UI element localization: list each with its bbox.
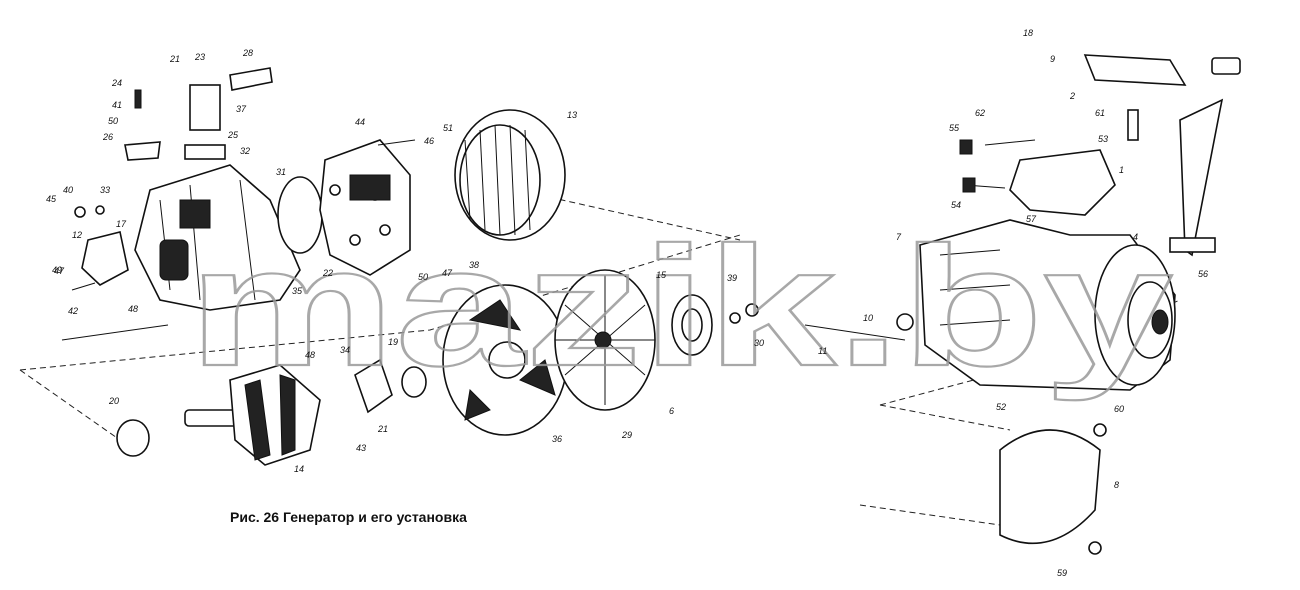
stator (454, 109, 566, 241)
spacer (116, 419, 150, 457)
mounting-bracket-assembly (1009, 54, 1241, 257)
callout-36: 36 (552, 434, 562, 444)
callout-48: 48 (128, 304, 138, 314)
callout-12: 12 (72, 230, 82, 240)
callout-39: 39 (727, 273, 737, 283)
cover-plate (81, 231, 129, 286)
callout-45: 45 (46, 194, 57, 204)
callout-26: 26 (102, 132, 113, 142)
callout-24: 24 (111, 78, 122, 88)
callout-55: 55 (949, 123, 960, 133)
callout-22: 22 (322, 268, 333, 278)
callout-48: 48 (305, 350, 315, 360)
callout-50: 50 (108, 116, 118, 126)
callout-8: 8 (1114, 480, 1119, 490)
callout-49: 49 (52, 265, 62, 275)
callout-20: 20 (108, 396, 119, 406)
callout-13: 13 (567, 110, 577, 120)
callout-21: 21 (377, 424, 388, 434)
callout-1: 1 (1119, 165, 1124, 175)
callout-51: 51 (443, 123, 453, 133)
callout-54: 54 (951, 200, 961, 210)
callout-10: 10 (863, 313, 873, 323)
callout-46: 46 (424, 136, 434, 146)
callout-62: 62 (975, 108, 985, 118)
callout-2: 2 (1069, 91, 1075, 101)
callout-44: 44 (355, 117, 365, 127)
callout-47: 47 (54, 266, 65, 276)
callout-35: 35 (292, 286, 303, 296)
callout-53: 53 (1098, 134, 1108, 144)
callout-59: 59 (1057, 568, 1067, 578)
callout-7: 7 (896, 232, 902, 242)
callout-56: 56 (1198, 269, 1208, 279)
callout-25: 25 (227, 130, 239, 140)
rotor (184, 364, 321, 466)
clamp-band (999, 423, 1107, 555)
fan-impeller (554, 269, 656, 411)
callout-18: 18 (1023, 28, 1033, 38)
callout-23: 23 (194, 52, 205, 62)
callout-30: 30 (754, 338, 764, 348)
callout-32: 32 (240, 146, 250, 156)
rear-housing (134, 164, 301, 311)
callout-6: 6 (669, 406, 674, 416)
callout-41: 41 (112, 100, 122, 110)
callout-61: 61 (1095, 108, 1105, 118)
callout-43: 43 (356, 443, 366, 453)
callout-17: 17 (116, 219, 127, 229)
watermark-text: mazik.by (188, 212, 1173, 402)
watermark-mazik-by: mazik.by (187, 211, 1174, 403)
callout-57: 57 (1026, 214, 1037, 224)
callout-15: 15 (656, 270, 667, 280)
brush-holder (124, 67, 273, 161)
callout-33: 33 (100, 185, 110, 195)
figure-caption: Рис. 26 Генератор и его установка (230, 509, 467, 525)
callout-28: 28 (242, 48, 253, 58)
rectifier-plate (319, 139, 411, 276)
callout-52: 52 (996, 402, 1006, 412)
callout-37: 37 (236, 104, 247, 114)
callout-21: 21 (169, 54, 180, 64)
callout-40: 40 (63, 185, 73, 195)
callout-19: 19 (388, 337, 398, 347)
callout-60: 60 (1114, 404, 1124, 414)
callout-42: 42 (68, 306, 78, 316)
callout-38: 38 (469, 260, 479, 270)
callout-14: 14 (294, 464, 304, 474)
callout-34: 34 (340, 345, 350, 355)
fasteners-right (804, 139, 1036, 341)
callout-31: 31 (276, 167, 286, 177)
callout-47: 47 (442, 268, 453, 278)
bearing-cap (354, 358, 427, 414)
pulley (671, 294, 713, 356)
callout-50: 50 (418, 272, 428, 282)
callout-9: 9 (1050, 54, 1055, 64)
callout-29: 29 (621, 430, 632, 440)
fasteners-left (61, 89, 759, 341)
assembled-generator (919, 219, 1176, 391)
callout-11: 11 (818, 346, 827, 356)
callout-4: 4 (1133, 232, 1138, 242)
